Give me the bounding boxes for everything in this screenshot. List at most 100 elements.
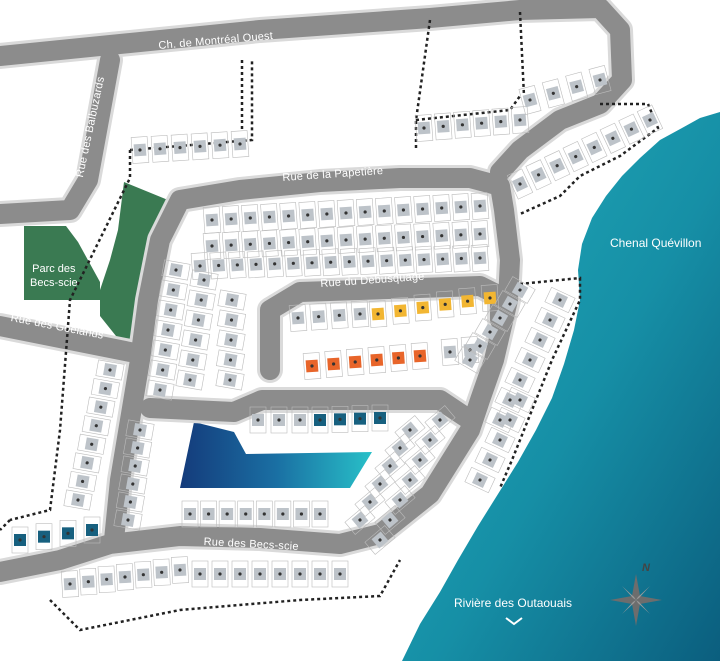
house-lot	[311, 560, 329, 588]
house-lot	[350, 300, 370, 328]
house-lot	[231, 560, 249, 588]
house-lot	[543, 150, 571, 182]
house-lot	[432, 221, 451, 250]
house-lot	[377, 246, 396, 275]
compass-north-label: N	[642, 562, 650, 574]
house-lot	[396, 246, 415, 274]
house-lot	[599, 122, 627, 154]
house-lot	[324, 350, 343, 378]
house-lot	[221, 205, 241, 233]
house-lot	[331, 406, 349, 433]
house-lot	[565, 71, 589, 102]
house-lot	[504, 366, 536, 394]
house-lot	[433, 245, 452, 273]
park-label-line2: Becs-scie	[30, 277, 78, 289]
house-lot	[265, 250, 284, 278]
house-lot	[491, 107, 511, 136]
house-lot	[470, 220, 490, 248]
house-lot	[384, 485, 416, 515]
house-lot	[391, 296, 410, 325]
house-lot	[413, 293, 433, 322]
house-lot	[374, 505, 406, 535]
house-lot	[311, 406, 329, 434]
house-lot	[215, 349, 246, 371]
house-lot	[125, 419, 155, 441]
house-lot	[355, 225, 375, 253]
water-label-riviere: Rivière des Outaouais	[454, 596, 573, 610]
house-lot	[302, 352, 322, 380]
house-lot	[189, 269, 219, 291]
park-becs-scie-west	[24, 226, 100, 300]
house-lot	[274, 500, 292, 528]
chevron-down-icon	[505, 617, 523, 626]
house-lot	[317, 200, 337, 228]
house-lot	[218, 500, 236, 528]
house-lot	[183, 309, 213, 331]
house-lot	[298, 227, 317, 256]
house-lot	[293, 500, 310, 528]
house-lot	[389, 344, 408, 372]
house-lot	[161, 259, 191, 281]
house-lot	[158, 279, 188, 301]
house-lot	[302, 248, 322, 277]
house-lot	[510, 106, 530, 134]
house-lot	[336, 226, 356, 254]
house-lot	[317, 227, 337, 255]
house-lot	[371, 404, 389, 432]
house-lot	[472, 109, 491, 138]
house-lot	[145, 379, 175, 401]
house-lot	[209, 251, 228, 280]
house-lot	[211, 560, 229, 588]
house-lot	[413, 222, 432, 251]
house-lot	[330, 301, 349, 330]
park-becs-scie	[100, 182, 168, 346]
house-lot	[355, 198, 375, 226]
house-lot	[118, 473, 148, 495]
house-lot	[190, 132, 210, 161]
house-lot	[216, 309, 247, 331]
house-lot	[618, 113, 645, 145]
house-lot	[113, 509, 143, 531]
house-lot	[228, 251, 247, 279]
house-lot	[351, 405, 369, 432]
house-lot	[90, 378, 120, 400]
house-lot	[97, 565, 116, 594]
house-lot	[210, 131, 230, 160]
house-lot	[470, 192, 490, 220]
house-lot	[68, 470, 98, 492]
house-lot	[414, 245, 434, 274]
house-lot	[260, 229, 279, 258]
house-lot	[413, 195, 432, 223]
house-lot	[171, 556, 189, 584]
house-lot	[123, 437, 153, 459]
house-lot	[216, 329, 246, 351]
house-lot	[435, 290, 455, 319]
house-lot	[270, 406, 288, 434]
house-lot	[230, 130, 250, 158]
house-lot	[150, 339, 180, 361]
house-lot	[72, 452, 102, 474]
house-lot	[440, 338, 460, 366]
house-lot	[404, 445, 436, 475]
house-lot	[525, 159, 552, 191]
house-lot	[458, 287, 477, 316]
house-lot	[221, 231, 241, 259]
house-lot	[309, 302, 328, 331]
river-water	[402, 112, 720, 661]
house-lot	[81, 415, 111, 437]
house-lot	[134, 560, 153, 589]
house-lot	[35, 523, 53, 550]
house-lot	[375, 197, 394, 225]
house-lot	[451, 221, 471, 249]
house-lot	[424, 405, 456, 435]
house-lot	[410, 342, 430, 370]
house-lot	[152, 558, 171, 587]
house-lot	[367, 346, 387, 374]
house-lot	[260, 203, 279, 231]
house-lot	[120, 455, 150, 477]
house-lot	[298, 201, 317, 229]
house-lot	[581, 131, 608, 163]
house-lot	[148, 359, 178, 381]
house-lot	[432, 194, 451, 222]
